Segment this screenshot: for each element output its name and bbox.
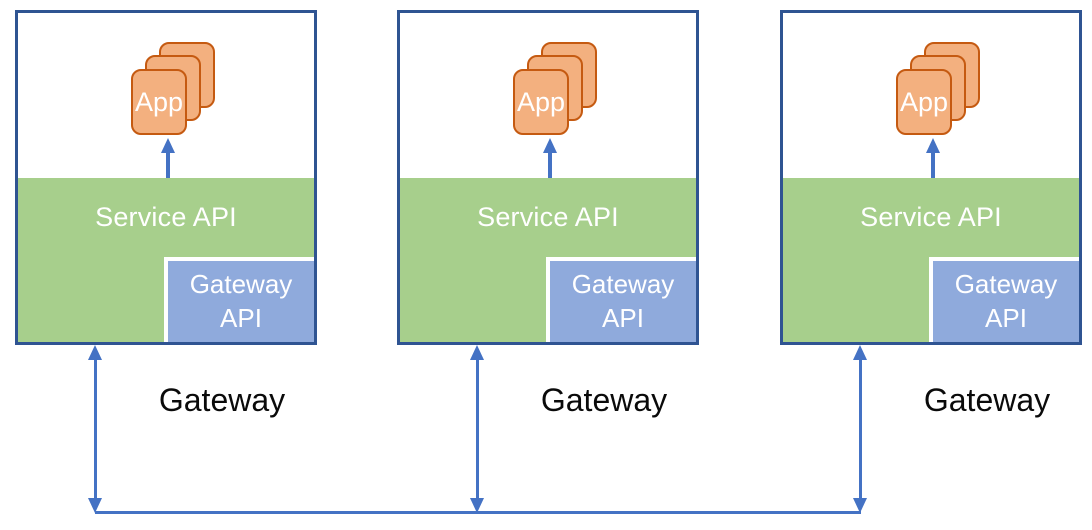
service-node-1: App Service API Gateway API Gateway bbox=[15, 10, 317, 530]
gateway-api-box: Gateway API bbox=[546, 257, 696, 342]
app-label: App bbox=[516, 86, 566, 117]
gateway-bus-arrow-icon bbox=[470, 345, 484, 513]
arrowhead-down-icon bbox=[470, 498, 484, 513]
service-to-app-arrow-icon bbox=[161, 138, 175, 180]
arrowhead-up-icon bbox=[926, 138, 940, 153]
app-label: App bbox=[899, 86, 949, 117]
gateway-bus-line bbox=[95, 511, 861, 514]
gateway-api-box: Gateway API bbox=[929, 257, 1079, 342]
arrow-shaft bbox=[93, 357, 97, 501]
service-api-band: Service API Gateway API bbox=[783, 178, 1079, 342]
gateway-api-label: Gateway API bbox=[189, 268, 293, 333]
app-card-front: App bbox=[513, 69, 569, 135]
arrowhead-up-icon bbox=[161, 138, 175, 153]
app-stack-icon: App bbox=[513, 42, 598, 136]
service-api-label: Service API bbox=[95, 202, 237, 232]
service-to-app-arrow-icon bbox=[926, 138, 940, 180]
arrow-shaft bbox=[931, 152, 935, 180]
gateway-api-label: Gateway API bbox=[954, 268, 1058, 333]
arrow-shaft bbox=[858, 357, 862, 501]
arrowhead-up-icon bbox=[543, 138, 557, 153]
arrow-shaft bbox=[548, 152, 552, 180]
service-box-1: App Service API Gateway API bbox=[15, 10, 317, 345]
service-api-band: Service API Gateway API bbox=[400, 178, 696, 342]
service-api-label: Service API bbox=[477, 202, 619, 232]
app-stack-icon: App bbox=[896, 42, 981, 136]
service-api-band: Service API Gateway API bbox=[18, 178, 314, 342]
service-node-2: App Service API Gateway API Gateway bbox=[397, 10, 699, 530]
arrow-shaft bbox=[475, 357, 479, 501]
arrowhead-up-icon bbox=[88, 345, 102, 360]
arrow-shaft bbox=[166, 152, 170, 180]
service-api-label: Service API bbox=[860, 202, 1002, 232]
app-card-front: App bbox=[131, 69, 187, 135]
arrowhead-down-icon bbox=[853, 498, 867, 513]
service-node-3: App Service API Gateway API Gateway bbox=[780, 10, 1082, 530]
gateway-caption: Gateway bbox=[923, 382, 1051, 418]
gateway-caption: Gateway bbox=[158, 382, 286, 418]
app-label: App bbox=[134, 86, 184, 117]
service-box-3: App Service API Gateway API bbox=[780, 10, 1082, 345]
service-box-2: App Service API Gateway API bbox=[397, 10, 699, 345]
gateway-caption: Gateway bbox=[540, 382, 668, 418]
gateway-bus-arrow-icon bbox=[853, 345, 867, 513]
gateway-bus-arrow-icon bbox=[88, 345, 102, 513]
app-stack-icon: App bbox=[131, 42, 216, 136]
arrowhead-down-icon bbox=[88, 498, 102, 513]
arrowhead-up-icon bbox=[853, 345, 867, 360]
service-to-app-arrow-icon bbox=[543, 138, 557, 180]
app-card-front: App bbox=[896, 69, 952, 135]
gateway-api-box: Gateway API bbox=[164, 257, 314, 342]
gateway-api-label: Gateway API bbox=[571, 268, 675, 333]
arrowhead-up-icon bbox=[470, 345, 484, 360]
